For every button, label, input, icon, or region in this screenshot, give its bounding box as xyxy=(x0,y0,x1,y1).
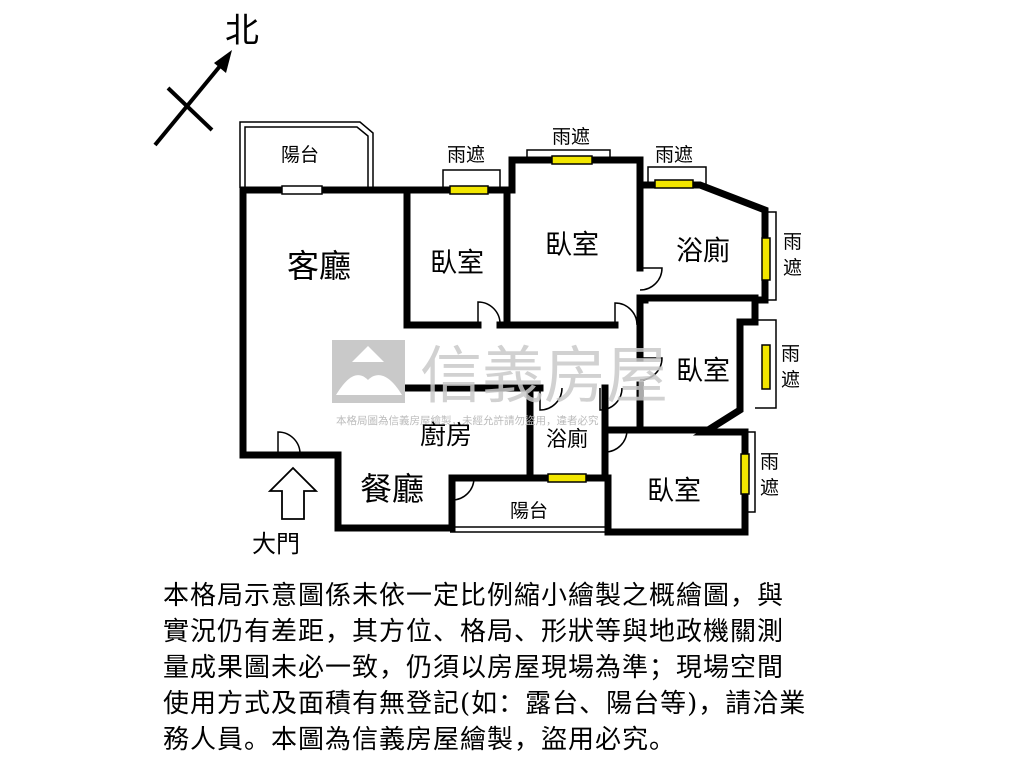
room-living: 客廳 xyxy=(287,247,351,285)
watermark-brand: 信義房屋 xyxy=(420,339,668,412)
disclaimer-line: 量成果圖未必一致，仍須以房屋現場為準；現場空間 xyxy=(163,653,785,683)
room-kitchen: 廚房 xyxy=(420,421,472,451)
room-balcony-bottom: 陽台 xyxy=(510,500,548,522)
room-balcony-top: 陽台 xyxy=(281,144,319,166)
canopy-outlines xyxy=(442,149,777,513)
disclaimer-line: 務人員。本圖為信義房屋繪製，盜用必究。 xyxy=(163,725,677,755)
room-bathroom-1: 浴廁 xyxy=(676,236,730,267)
watermark: 信義房屋 本格局圖為信義房屋繪製，未經允許請勿盜用，違者必究 xyxy=(332,339,668,427)
north-arrow-icon xyxy=(153,50,232,147)
balcony-top-outline xyxy=(239,121,374,188)
room-dining: 餐廳 xyxy=(360,470,424,508)
entrance-label: 大門 xyxy=(252,530,300,558)
canopy-label-4a: 雨 xyxy=(783,231,802,253)
canopy-label-2: 雨遮 xyxy=(552,126,590,148)
windows xyxy=(281,155,771,495)
disclaimer: 本格局示意圖係未依一定比例縮小繪製之概繪圖，與 實況仍有差距，其方位、格局、形狀… xyxy=(163,578,863,758)
canopy-label-5a: 雨 xyxy=(781,343,800,365)
entrance-arrow-icon xyxy=(267,466,319,520)
room-bedroom-2: 臥室 xyxy=(545,230,599,261)
floor-plan: 北 xyxy=(153,11,802,558)
room-bathroom-2: 浴廁 xyxy=(546,427,588,451)
disclaimer-line: 使用方式及面積有無登記(如：露台、陽台等)，請洽業 xyxy=(163,689,807,719)
brand-logo-icon xyxy=(332,340,405,403)
disclaimer-line: 實況仍有差距，其方位、格局、形狀等與地政機關測 xyxy=(163,617,785,647)
canopy-label-6b: 遮 xyxy=(760,477,779,499)
watermark-notice: 本格局圖為信義房屋繪製，未經允許請勿盜用，違者必究 xyxy=(336,414,599,427)
balcony-bottom-outline xyxy=(450,526,605,533)
canopy-label-1: 雨遮 xyxy=(447,144,485,166)
disclaimer-line: 本格局示意圖係未依一定比例縮小繪製之概繪圖，與 xyxy=(163,581,785,611)
room-bedroom-1: 臥室 xyxy=(430,248,484,279)
canopy-label-4b: 遮 xyxy=(783,257,802,279)
door-swings xyxy=(277,267,663,501)
canopy-label-6a: 雨 xyxy=(760,451,779,473)
canopy-label-5b: 遮 xyxy=(781,369,800,391)
compass-label: 北 xyxy=(225,11,259,51)
room-bedroom-3: 臥室 xyxy=(676,356,730,387)
canopy-label-3: 雨遮 xyxy=(655,144,693,166)
room-bedroom-4: 臥室 xyxy=(647,476,701,507)
